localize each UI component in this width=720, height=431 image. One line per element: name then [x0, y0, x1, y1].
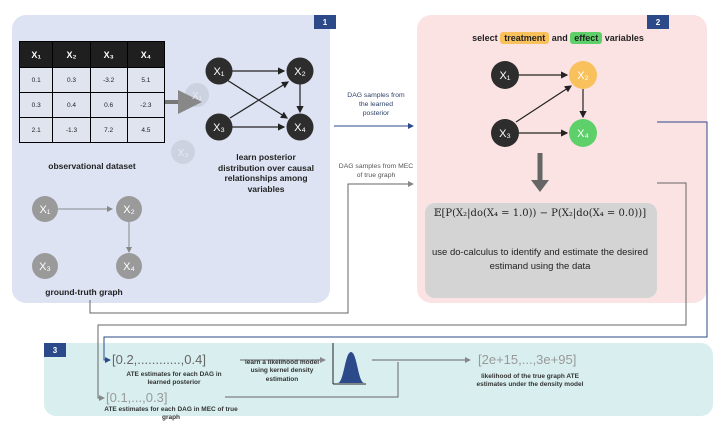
posterior-node-x3-label: X₃: [213, 122, 225, 134]
ground-truth-nodes: X₁ X₂ X₃ X₄: [32, 196, 142, 279]
observational-table: X₁ X₂ X₃ X₄ 0.1 0.3 -3.2 5.1 0.3 0.4 0.6…: [18, 41, 166, 143]
table-cell: -1.3: [52, 117, 91, 143]
panel2-down-arrowhead: [531, 180, 549, 192]
posterior-node-x4-label: X₄: [294, 122, 306, 134]
table-cell: 0.6: [89, 92, 128, 118]
effect-tag: effect: [570, 32, 603, 44]
posterior-node-x3: [205, 113, 233, 141]
ate-learned-values: [0.2,............,0.4]: [112, 352, 206, 367]
table-header: X₃: [89, 41, 128, 68]
posterior-node-x2: [286, 57, 314, 85]
ghost-node-x1-label: X₁: [192, 91, 203, 102]
table-cell: 5.1: [126, 67, 166, 93]
table-cell: 0.3: [18, 92, 54, 118]
table-header-row: X₁ X₂ X₃ X₄: [18, 41, 166, 68]
gt-node-x2: [116, 196, 142, 222]
table-cell: -3.2: [89, 67, 128, 93]
dag-mec-label: DAG samples from MEC of true graph: [338, 163, 414, 179]
kde-plot: [332, 343, 366, 385]
posterior-node-x4: [286, 113, 314, 141]
table-header: X₂: [52, 41, 91, 68]
table-row: 0.3 0.4 0.6 -2.3: [18, 92, 166, 118]
table-cell: 0.4: [52, 92, 91, 118]
posterior-dag-nodes: X₁ X₂ X₃ X₄: [205, 57, 314, 141]
connector-ate-learned: [103, 121, 708, 363]
panel2-dag-edges: [515, 71, 587, 137]
variables-label: variables: [604, 33, 644, 43]
table-row: 2.1 -1.3 7.2 4.5: [18, 117, 166, 143]
table-cell: 0.1: [18, 67, 54, 93]
connector-mec: [89, 181, 414, 314]
p2-node-x3: [491, 119, 519, 147]
table-caption: observational dataset: [48, 161, 136, 171]
gt-node-x4: [116, 253, 142, 279]
panel-2-inner-box: [425, 203, 657, 298]
ate-mec-caption: ATE estimates for each DAG in MEC of tru…: [104, 406, 238, 422]
mec-to-likelihood-arrow: [225, 362, 399, 398]
gt-node-x2-label: X₂: [123, 204, 135, 216]
posterior-node-x1-label: X₁: [213, 66, 224, 78]
panel-3-background: [44, 343, 713, 416]
and-label: and: [551, 33, 568, 43]
gt-node-x3-label: X₃: [39, 261, 51, 273]
connector-ate-mec: [97, 182, 687, 401]
treatment-tag: treatment: [500, 32, 550, 44]
p2-node-x4-effect: [569, 119, 597, 147]
kde-caption: learn a likelihood model using kernel de…: [244, 359, 320, 383]
panel-1-badge: 1: [314, 15, 336, 29]
likelihood-values: [2e+15,...,3e+95]: [478, 352, 577, 367]
gt-node-x4-label: X₄: [123, 261, 135, 273]
posterior-caption: learn posterior distribution over causal…: [218, 152, 314, 194]
docalc-text: use do-calculus to identify and estimate…: [432, 247, 648, 272]
select-variables-row: select treatment and effect variables: [418, 32, 698, 44]
ghost-node-labels: X₁ X₃: [178, 91, 203, 159]
p2-node-x4-label: X₄: [577, 128, 589, 140]
ground-truth-edges: [58, 206, 132, 253]
table-cell: 7.2: [89, 117, 128, 143]
p2-node-x3-label: X₃: [499, 128, 511, 140]
table-header: X₄: [126, 41, 166, 68]
select-prefix: select: [472, 33, 498, 43]
gt-node-x1-label: X₁: [39, 204, 50, 216]
gt-node-x1: [32, 196, 58, 222]
ate-mec-values: [0.1,...,0.3]: [106, 390, 168, 405]
table-header: X₁: [18, 41, 54, 68]
posterior-node-x1: [205, 57, 233, 85]
ghost-node-x3-label: X₃: [178, 148, 189, 159]
table-cell: 0.3: [52, 67, 91, 93]
table-cell: 4.5: [126, 117, 166, 143]
panel-3-badge: 3: [44, 343, 66, 357]
posterior-dag-edges: [226, 67, 304, 131]
table-cell: 2.1: [18, 117, 54, 143]
ate-learned-caption: ATE estimates for each DAG in learned po…: [126, 371, 222, 387]
p2-node-x2-treatment: [569, 61, 597, 89]
panel2-dag-nodes: X₁ X₂ X₃ X₄: [491, 61, 597, 147]
gt-node-x3: [32, 253, 58, 279]
p2-node-x1-label: X₁: [499, 70, 510, 82]
table-cell: -2.3: [126, 92, 166, 118]
ghost-node-x3: [171, 140, 195, 164]
posterior-node-x2-label: X₂: [294, 66, 306, 78]
p2-node-x1: [491, 61, 519, 89]
p2-node-x2-label: X₂: [577, 70, 589, 82]
table-row: 0.1 0.3 -3.2 5.1: [18, 67, 166, 93]
likelihood-caption: likelihood of the true graph ATE estimat…: [476, 373, 584, 389]
panel-2-badge: 2: [647, 15, 669, 29]
ground-truth-caption: ground-truth graph: [45, 287, 123, 297]
dag-learned-label: DAG samples from the learned posterior: [347, 92, 405, 117]
estimand-formula: 𝔼[P(X₂|do(X₄ = 1.0)) − P(X₂|do(X₄ = 0.0)…: [433, 208, 647, 219]
